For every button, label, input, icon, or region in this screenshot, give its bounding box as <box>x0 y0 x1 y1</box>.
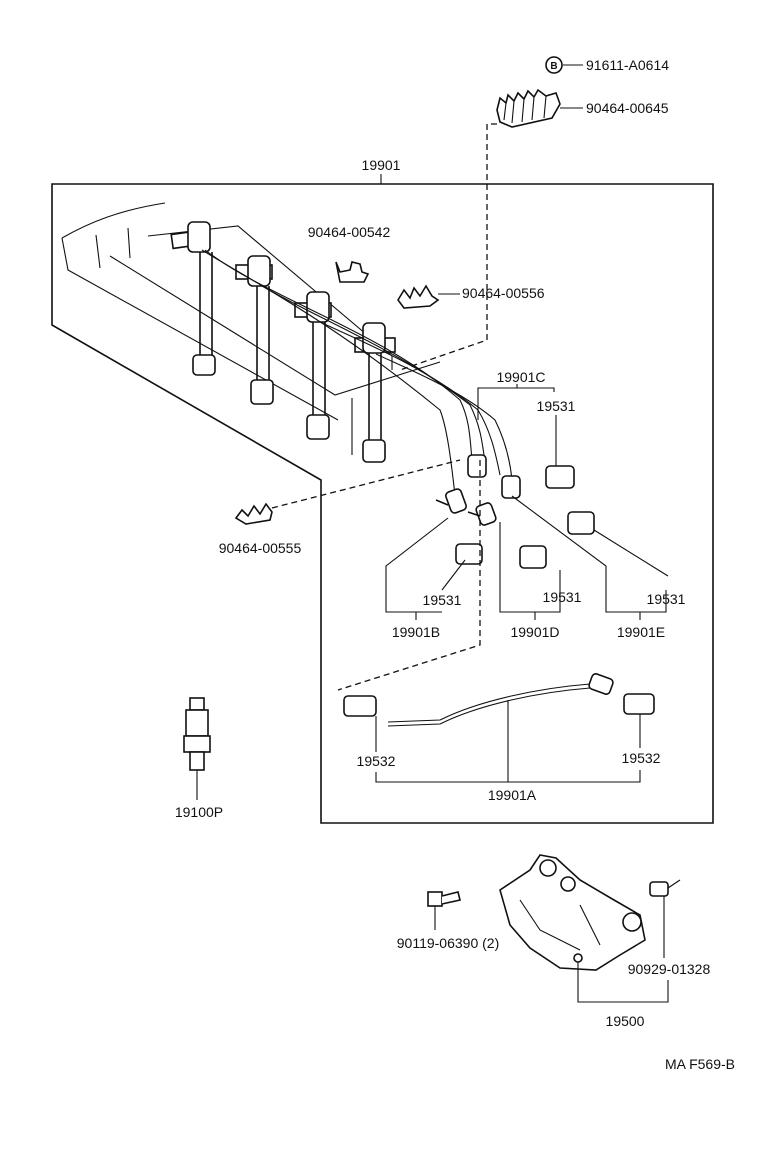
label-19901A: 19901A <box>488 787 537 803</box>
clamp-90464-00555: 90464-00555 <box>219 459 461 556</box>
clamp-90464-00556: 90464-00556 <box>397 284 545 309</box>
screw-90119: 90119-06390 (2) <box>397 891 499 951</box>
cord-set-frame: 19901 <box>51 157 714 824</box>
label-91611-A0614: 91611-A0614 <box>586 57 669 73</box>
label-90464-00555: 90464-00555 <box>219 540 302 556</box>
label-19901D: 19901D <box>510 624 559 640</box>
label-90464-00645: 90464-00645 <box>586 100 669 116</box>
cord-19901E-group: 19531 19901E <box>511 495 686 640</box>
label-19901B: 19901B <box>392 624 440 640</box>
label-19901: 19901 <box>362 157 401 173</box>
cord-19901A-group: 19532 19532 19901A <box>337 460 661 803</box>
cord-19901D-group: 19531 19901D <box>499 522 582 640</box>
label-19531-c: 19531 <box>537 398 576 414</box>
label-19901E: 19901E <box>617 624 665 640</box>
distributor-assembly: 90929-01328 19500 <box>499 854 711 1029</box>
label-19531-e: 19531 <box>647 591 686 607</box>
spark-plug: 19100P <box>175 697 223 820</box>
clamp-90464-00645: 90464-00645 <box>399 88 669 371</box>
plug-cord-4 <box>354 322 396 463</box>
clamp-90464-00542: 90464-00542 <box>308 224 391 283</box>
plug-cord-2 <box>235 255 274 405</box>
label-19531-d: 19531 <box>543 589 582 605</box>
label-90929-01328: 90929-01328 <box>628 961 711 977</box>
label-90464-00542: 90464-00542 <box>308 224 391 240</box>
label-90119-06390: 90119-06390 (2) <box>397 935 499 951</box>
bolt-91611: B 91611-A0614 <box>545 56 669 74</box>
label-19100P: 19100P <box>175 804 223 820</box>
label-19901C: 19901C <box>496 369 545 385</box>
cord-bundle <box>201 249 521 526</box>
bolt-badge: B <box>550 61 557 72</box>
label-90464-00556: 90464-00556 <box>462 285 545 301</box>
label-19531-b: 19531 <box>423 592 462 608</box>
cord-19901B-group: 19531 19901B <box>385 517 483 640</box>
label-19500: 19500 <box>606 1013 645 1029</box>
plug-cord-1 <box>170 221 216 376</box>
cord-19901C-group: 19901C 19531 <box>477 369 576 489</box>
figure-code: MA F569-B <box>665 1056 735 1072</box>
plug-cord-3 <box>294 291 332 440</box>
label-19532-right: 19532 <box>622 750 661 766</box>
label-19532-left: 19532 <box>357 753 396 769</box>
